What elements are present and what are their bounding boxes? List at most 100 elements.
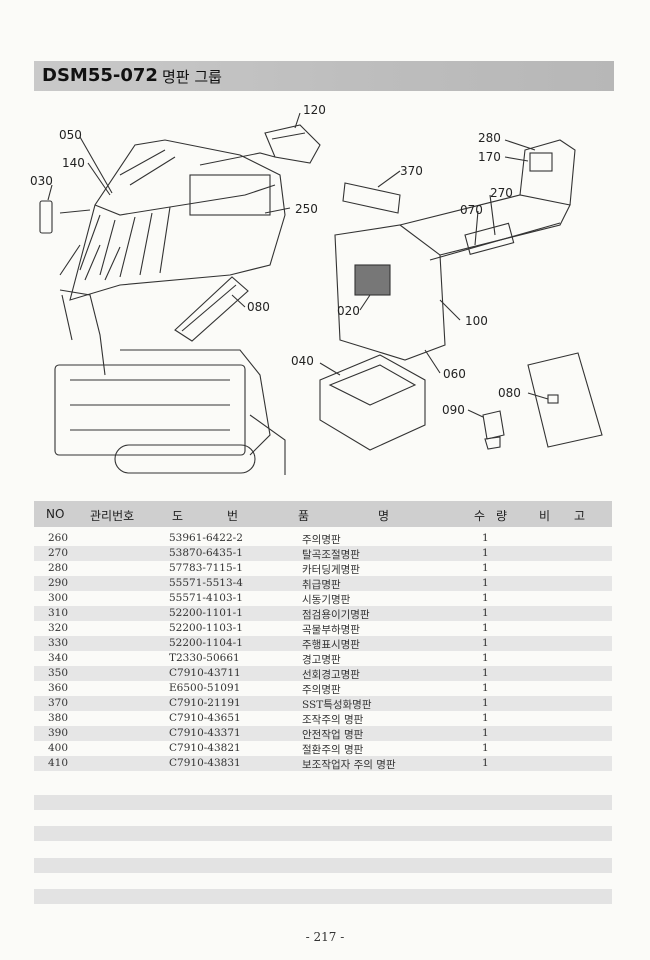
cell-part-number: 53870-6435-1 [169, 547, 243, 559]
callout-060: 060 [443, 367, 466, 381]
cell-part-name: 경고명판 [302, 654, 341, 666]
callout-370: 370 [400, 164, 423, 178]
cell-quantity: 1 [482, 592, 489, 604]
cell-part-name: 시동기명판 [302, 594, 351, 606]
cell-quantity: 1 [482, 697, 489, 709]
cell-no: 290 [48, 577, 69, 589]
cell-part-name: 취급명판 [302, 579, 341, 591]
cell-part-name: 보조작업자 주의 명판 [302, 759, 396, 771]
cell-part-name: 곡물부하명판 [302, 624, 360, 636]
callouts: 120 050 140 030 250 080 280 170 370 270 … [30, 103, 521, 417]
cell-no: 380 [48, 712, 69, 724]
callout-030: 030 [30, 174, 53, 188]
cell-no: 280 [48, 562, 69, 574]
cell-part-number: 52200-1101-1 [169, 607, 243, 619]
header-part-a: 도 [172, 509, 184, 523]
empty-row-band [34, 795, 612, 810]
callout-070: 070 [460, 203, 483, 217]
cell-part-name: 안전작업 명판 [302, 729, 364, 741]
callout-020: 020 [337, 304, 360, 318]
cell-quantity: 1 [482, 712, 489, 724]
cell-part-number: C7910-43711 [169, 667, 241, 679]
cell-quantity: 1 [482, 742, 489, 754]
cell-part-number: C7910-21191 [169, 697, 241, 709]
cell-part-name: 주의명판 [302, 534, 341, 546]
cell-no: 270 [48, 547, 69, 559]
cell-no: 340 [48, 652, 69, 664]
parts-diagram: 120 050 140 030 250 080 280 170 370 270 … [30, 103, 603, 475]
callout-120: 120 [303, 103, 326, 117]
cell-quantity: 1 [482, 757, 489, 769]
cell-part-number: C7910-43821 [169, 742, 241, 754]
cell-part-number: 53961-6422-2 [169, 532, 243, 544]
callout-250: 250 [295, 202, 318, 216]
header-name-a: 품 [298, 509, 310, 523]
cell-part-number: C7910-43831 [169, 757, 241, 769]
cell-part-name: 선회경고명판 [302, 669, 360, 681]
empty-row-band [34, 826, 612, 841]
cell-part-name: 카터딩게명판 [302, 564, 360, 576]
cell-part-number: 52200-1104-1 [169, 637, 243, 649]
header-part-b: 번 [227, 509, 239, 523]
cell-no: 350 [48, 667, 69, 679]
callout-080b: 080 [498, 386, 521, 400]
cell-part-name: SST특성화명판 [302, 699, 372, 711]
cell-no: 390 [48, 727, 69, 739]
header-remark-a: 비 [539, 509, 551, 523]
cell-quantity: 1 [482, 727, 489, 739]
cell-part-number: T2330-50661 [169, 652, 240, 664]
callout-140: 140 [62, 156, 85, 170]
cell-quantity: 1 [482, 682, 489, 694]
cell-quantity: 1 [482, 667, 489, 679]
callout-270: 270 [490, 186, 513, 200]
cell-quantity: 1 [482, 547, 489, 559]
callout-170: 170 [478, 150, 501, 164]
table-row: 270 53870-6435-1 탈곡조절명판 1 [34, 546, 612, 561]
cell-quantity: 1 [482, 577, 489, 589]
cell-no: 330 [48, 637, 69, 649]
cell-part-number: 55571-4103-1 [169, 592, 243, 604]
table-row: 400 C7910-43821 절환주의 명판 1 [34, 741, 612, 756]
cell-quantity: 1 [482, 652, 489, 664]
table-row: 300 55571-4103-1 시동기명판 1 [34, 591, 612, 606]
callout-090: 090 [442, 403, 465, 417]
table-row: 350 C7910-43711 선회경고명판 1 [34, 666, 612, 681]
group-code: DSM55-072 [42, 65, 158, 86]
header-qty-b: 량 [496, 509, 508, 523]
cell-part-name: 조작주의 명판 [302, 714, 364, 726]
cell-part-number: 57783-7115-1 [169, 562, 243, 574]
cell-no: 260 [48, 532, 69, 544]
table-row: 280 57783-7115-1 카터딩게명판 1 [34, 561, 612, 576]
cell-no: 370 [48, 697, 69, 709]
header-qty-a: 수 [474, 509, 486, 523]
cell-part-name: 주행표시명판 [302, 639, 360, 651]
cell-part-number: 55571-5513-4 [169, 577, 243, 589]
cell-no: 360 [48, 682, 69, 694]
cell-part-name: 점검용이기명판 [302, 609, 370, 621]
callout-040: 040 [291, 354, 314, 368]
table-row: 290 55571-5513-4 취급명판 1 [34, 576, 612, 591]
header-remark-b: 고 [574, 509, 586, 523]
cell-no: 300 [48, 592, 69, 604]
callout-050: 050 [59, 128, 82, 142]
cell-no: 400 [48, 742, 69, 754]
table-row: 370 C7910-21191 SST특성화명판 1 [34, 696, 612, 711]
cell-quantity: 1 [482, 607, 489, 619]
cell-part-name: 절환주의 명판 [302, 744, 364, 756]
header-mgmt: 관리번호 [90, 509, 135, 523]
parts-table-header: NO 관리번호 도 번 품 명 수 량 비 고 [34, 501, 612, 527]
cell-part-name: 탈곡조절명판 [302, 549, 360, 561]
cell-quantity: 1 [482, 622, 489, 634]
cell-quantity: 1 [482, 562, 489, 574]
header-no: NO [46, 507, 65, 521]
page-number: - 217 - [305, 930, 345, 944]
group-name: 명판 그룹 [162, 68, 222, 86]
